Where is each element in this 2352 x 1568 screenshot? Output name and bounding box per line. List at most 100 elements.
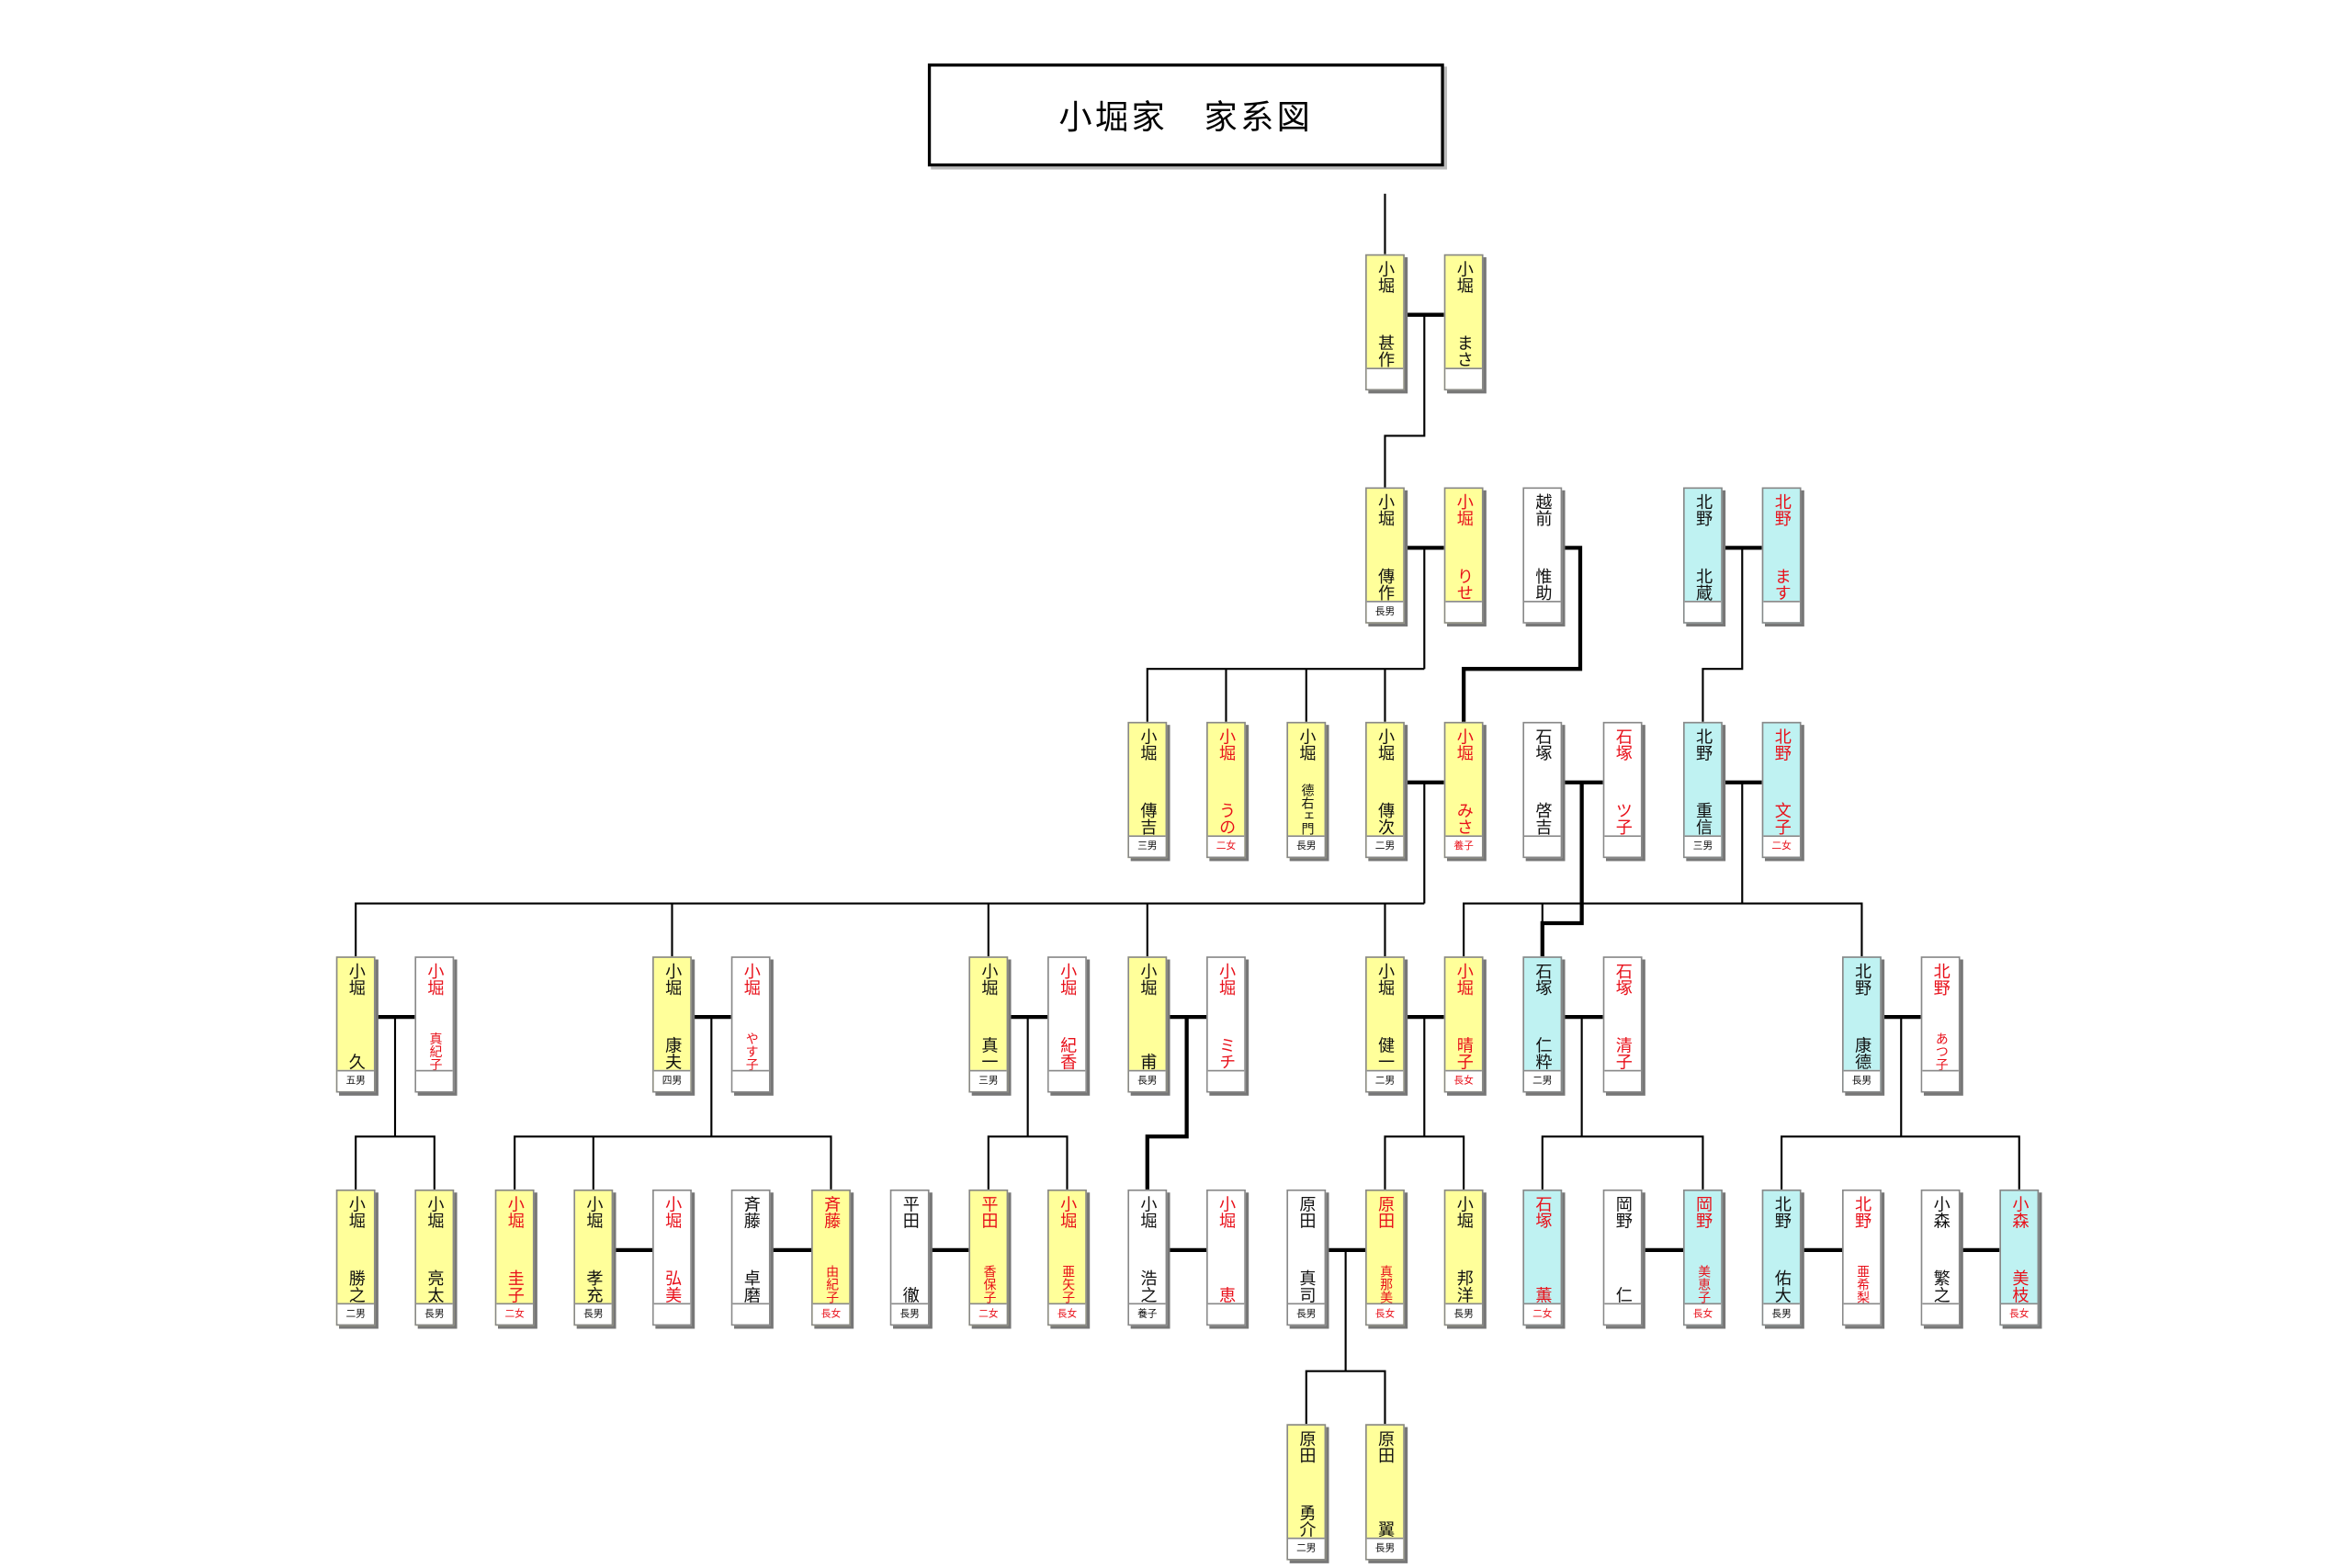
connector-descent	[1781, 1135, 2020, 1190]
person-surname: 北野	[1772, 728, 1792, 761]
person-surname: 小堀	[1216, 962, 1238, 997]
person-card-p1: 小堀甚作	[1365, 254, 1405, 391]
person-given-name: 弘美	[662, 1269, 684, 1303]
person-relation: 二男	[1524, 1069, 1561, 1091]
person-card-p4: 小堀りせ	[1443, 487, 1484, 624]
person-card-p10: 小堀德右ェ門長男	[1286, 721, 1327, 859]
person-relation: 長男	[1288, 1303, 1325, 1325]
person-card-p23: 小堀甫長男	[1127, 956, 1168, 1093]
person-given-name: 啓吉	[1532, 802, 1554, 836]
person-given-name: 亜希梨	[1854, 1264, 1870, 1303]
person-relation: 長男	[1366, 1537, 1404, 1559]
person-relation: 長女	[1445, 1069, 1482, 1091]
person-given-name: ツ子	[1613, 802, 1634, 836]
person-surname: 小堀	[1454, 728, 1475, 761]
person-card-p5: 越前惟助	[1522, 487, 1563, 624]
person-given-name: 傳吉	[1137, 802, 1159, 836]
person-surname: 北野	[1852, 1195, 1872, 1229]
person-given-name: 翼	[1375, 1520, 1396, 1538]
connector-descent	[1146, 668, 1425, 722]
person-relation: 二男	[1288, 1537, 1325, 1559]
person-surname: 小堀	[1137, 728, 1159, 761]
person-relation: 三男	[1129, 835, 1166, 857]
person-surname: 原田	[1296, 1429, 1317, 1464]
person-surname: 小堀	[346, 1195, 367, 1229]
person-surname: 石塚	[1532, 728, 1554, 761]
person-relation: 二男	[1366, 1069, 1404, 1091]
person-surname: 平田	[978, 1195, 1000, 1229]
person-relation	[1604, 1069, 1641, 1091]
person-card-p20: 小堀やす子	[730, 956, 771, 1093]
person-given-name: 勝之	[346, 1269, 367, 1303]
person-relation	[1684, 601, 1722, 623]
person-relation: 長男	[1366, 601, 1404, 623]
person-given-name: 健一	[1375, 1036, 1396, 1070]
connector-descent	[1305, 1370, 1386, 1425]
person-relation: 長男	[1129, 1069, 1166, 1091]
person-relation	[1604, 835, 1641, 857]
person-given-name: 佑大	[1772, 1269, 1792, 1303]
person-given-name: 德右ェ門	[1298, 784, 1315, 836]
person-relation: 二女	[1207, 835, 1245, 857]
person-card-p28: 石塚清子	[1602, 956, 1643, 1093]
person-surname: 北野	[1852, 962, 1872, 997]
person-relation	[653, 1303, 691, 1325]
person-surname: 小堀	[424, 1195, 446, 1229]
person-card-p35: 小堀弘美	[652, 1189, 692, 1326]
person-given-name: 美枝	[2009, 1269, 2030, 1303]
person-card-p39: 平田香保子二女	[968, 1189, 1009, 1326]
diagram-title: 小堀家 家系図	[927, 63, 1444, 167]
person-relation	[1048, 1069, 1086, 1091]
person-surname: 石塚	[1532, 962, 1554, 997]
person-surname: 石塚	[1613, 962, 1634, 997]
connector-marriage	[1461, 546, 1583, 722]
person-surname: 小堀	[1137, 962, 1159, 997]
person-relation	[1524, 835, 1561, 857]
person-card-p48: 岡野美恵子長女	[1683, 1189, 1723, 1326]
person-surname: 越前	[1532, 493, 1554, 527]
person-relation: 長男	[1445, 1303, 1482, 1325]
person-card-p41: 小堀浩之養子	[1127, 1189, 1168, 1326]
person-given-name: 圭子	[505, 1269, 526, 1303]
person-relation: 二女	[496, 1303, 533, 1325]
person-card-p38: 平田徹長男	[889, 1189, 930, 1326]
person-relation	[1922, 1069, 1959, 1091]
person-surname: 小堀	[1296, 728, 1317, 761]
person-relation: 長男	[1763, 1303, 1800, 1325]
person-surname: 小堀	[1216, 728, 1238, 761]
person-relation: 長女	[1684, 1303, 1722, 1325]
person-card-p19: 小堀康夫四男	[652, 956, 692, 1093]
person-given-name: まさ	[1454, 334, 1475, 368]
connector-descent	[1463, 902, 1863, 957]
person-given-name: 仁粋	[1532, 1036, 1554, 1070]
person-surname: 平田	[900, 1195, 921, 1229]
person-card-p53: 原田勇介二男	[1286, 1424, 1327, 1561]
person-relation: 養子	[1445, 835, 1482, 857]
person-surname: 小堀	[505, 1195, 526, 1229]
person-surname: 小堀	[1057, 962, 1079, 997]
person-relation: 長女	[1048, 1303, 1086, 1325]
person-card-p40: 小堀亜矢子長女	[1047, 1189, 1087, 1326]
person-relation: 二男	[1366, 835, 1404, 857]
person-card-p8: 小堀傳吉三男	[1127, 721, 1168, 859]
person-surname: 斉藤	[821, 1195, 842, 1229]
person-surname: 小堀	[741, 962, 762, 997]
person-given-name: 文子	[1772, 802, 1792, 836]
person-given-name: 真紀子	[426, 1031, 443, 1070]
person-card-p9: 小堀うの二女	[1206, 721, 1246, 859]
person-surname: 石塚	[1613, 728, 1634, 761]
person-card-p14: 石塚ツ子	[1602, 721, 1643, 859]
person-given-name: 清子	[1613, 1036, 1634, 1070]
person-relation	[416, 1069, 453, 1091]
person-card-p11: 小堀傳次二男	[1365, 721, 1405, 859]
person-card-p7: 北野ます	[1761, 487, 1802, 624]
person-relation: 長男	[1843, 1069, 1881, 1091]
person-surname: 小堀	[1454, 260, 1475, 294]
person-card-p27: 石塚仁粋二男	[1522, 956, 1563, 1093]
person-card-p36: 斉藤卓磨	[730, 1189, 771, 1326]
person-relation	[1763, 601, 1800, 623]
person-relation: 二男	[337, 1303, 374, 1325]
person-card-p25: 小堀健一二男	[1365, 956, 1405, 1093]
person-given-name: 紀香	[1057, 1036, 1079, 1070]
